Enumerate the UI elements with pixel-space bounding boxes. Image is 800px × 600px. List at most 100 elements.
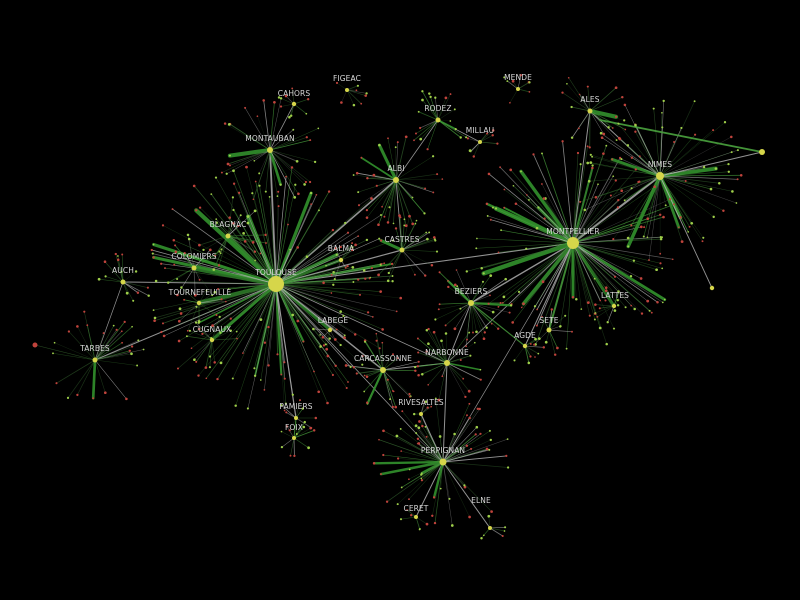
spoke-edge-beziers — [454, 302, 472, 330]
peripheral-node-montpellier — [575, 297, 578, 301]
peripheral-node-figeac — [365, 92, 368, 95]
outlier-edge — [34, 344, 96, 361]
spoke-edge-tarbes — [94, 359, 138, 366]
spoke-edge-auch — [122, 281, 149, 289]
peripheral-node-beziers — [455, 269, 458, 271]
peripheral-node-nimes — [701, 240, 704, 243]
spoke-edge-perpignan — [401, 410, 444, 463]
peripheral-node-ales — [602, 132, 606, 136]
spoke-edge-montpellier — [572, 242, 642, 279]
spoke-edge-tarbes — [77, 326, 96, 361]
peripheral-node-montpellier — [624, 306, 627, 309]
spoke-edge-nimes — [659, 171, 729, 177]
spoke-edge-toulouse — [178, 283, 277, 342]
hub-node-figeac — [345, 88, 349, 92]
spoke-edge-montauban — [269, 149, 278, 197]
peripheral-node-ales — [614, 86, 618, 90]
spoke-edge-narbonne — [426, 351, 448, 364]
hub-link-toulouse-montpellier — [275, 242, 574, 285]
peripheral-node-toulouse — [253, 367, 256, 370]
peripheral-node-colomiers — [174, 244, 177, 247]
spoke-edge-blagnac — [199, 235, 229, 246]
peripheral-node-toulouse — [246, 221, 250, 225]
peripheral-node-toulouse — [309, 191, 313, 195]
peripheral-node-rodez — [417, 110, 420, 113]
peripheral-node-montauban — [253, 159, 256, 162]
peripheral-node-tarbes — [103, 391, 107, 395]
peripheral-node-albi — [365, 209, 368, 212]
hub-link-montpellier-nimes — [572, 175, 661, 244]
peripheral-node-tournefeuille — [220, 298, 223, 301]
peripheral-node-carcassonne — [363, 374, 366, 377]
spoke-edge-lattes — [599, 305, 615, 309]
peripheral-node-foix — [293, 454, 296, 458]
spoke-edge-toulouse — [275, 246, 341, 285]
city-label-mende: MENDE — [504, 73, 532, 82]
peripheral-node-balma — [325, 264, 327, 267]
peripheral-node-ceret — [406, 509, 408, 511]
spoke-edge-ales — [589, 110, 609, 128]
peripheral-node-toulouse — [219, 331, 222, 334]
spoke-edge-montauban — [259, 149, 271, 174]
peripheral-node-millau — [491, 129, 495, 132]
peripheral-node-montpellier — [633, 307, 636, 311]
peripheral-node-lattes — [606, 321, 609, 324]
peripheral-node-blagnac — [198, 243, 201, 247]
peripheral-node-castres — [394, 227, 398, 230]
spoke-edge-narbonne — [446, 362, 482, 381]
peripheral-node-montpellier — [536, 308, 538, 311]
spoke-edge-rivesaltes — [420, 401, 425, 415]
spoke-edge-carcassonne — [363, 369, 384, 392]
peripheral-node-nimes — [727, 170, 730, 173]
spoke-edge-pamiers — [295, 399, 301, 419]
spoke-edge-beziers — [456, 269, 472, 304]
peripheral-node-nimes — [600, 136, 604, 139]
spoke-edge-montpellier — [572, 145, 607, 244]
spoke-edge-rodez — [418, 111, 439, 121]
peripheral-node-toulouse — [251, 192, 254, 195]
spoke-edge-elne — [489, 527, 506, 529]
spoke-edge-tarbes — [94, 342, 123, 361]
city-label-albi: ALBI — [387, 164, 404, 173]
spoke-edge-nimes — [653, 108, 661, 177]
spoke-edge-perpignan — [419, 421, 444, 463]
spoke-edge-nimes — [618, 123, 661, 177]
peripheral-node-perpignan — [400, 486, 403, 489]
spoke-edge-montpellier — [541, 183, 574, 244]
peripheral-node-montpellier — [617, 198, 620, 202]
peripheral-node-montpellier — [520, 170, 522, 173]
spoke-edge-foix — [290, 437, 295, 456]
peripheral-node-toulouse — [215, 221, 218, 224]
spoke-edge-figeac — [341, 89, 348, 103]
peripheral-node-montpellier — [586, 301, 590, 304]
spoke-edge-toulouse — [255, 181, 277, 285]
peripheral-node-cugnaux — [236, 337, 238, 340]
spoke-edge-ales — [571, 106, 591, 112]
peripheral-node-blagnac — [253, 250, 257, 253]
spoke-edge-toulouse — [274, 282, 305, 343]
peripheral-node-narbonne — [437, 398, 441, 402]
peripheral-node-toulouse — [232, 182, 236, 185]
spoke-edge-toulouse — [177, 283, 277, 369]
spoke-edge-tournefeuille — [198, 301, 227, 304]
peripheral-node-tarbes — [66, 396, 70, 399]
spoke-edge-toulouse — [247, 222, 277, 285]
city-label-narbonne: NARBONNE — [425, 348, 469, 357]
spoke-edge-auch — [105, 276, 124, 283]
spoke-edge-mende — [506, 80, 519, 90]
peripheral-node-blagnac — [239, 214, 242, 217]
hub-link-toulouse-narbonne — [275, 283, 448, 364]
spoke-edge-sete — [548, 329, 558, 349]
peripheral-node-colomiers — [183, 251, 186, 255]
peripheral-node-cahors — [289, 114, 293, 117]
peripheral-node-narbonne — [459, 359, 462, 361]
spoke-edge-toulouse — [173, 264, 277, 285]
peripheral-node-montpellier — [500, 229, 502, 232]
spoke-edge-perpignan — [396, 435, 444, 463]
peripheral-node-blagnac — [231, 222, 234, 225]
peripheral-node-cugnaux — [208, 366, 211, 369]
peripheral-node-mende — [509, 101, 511, 104]
spoke-edge-nimes — [659, 175, 704, 239]
spoke-edge-ales — [589, 96, 623, 112]
spoke-edge-beziers — [470, 302, 477, 333]
